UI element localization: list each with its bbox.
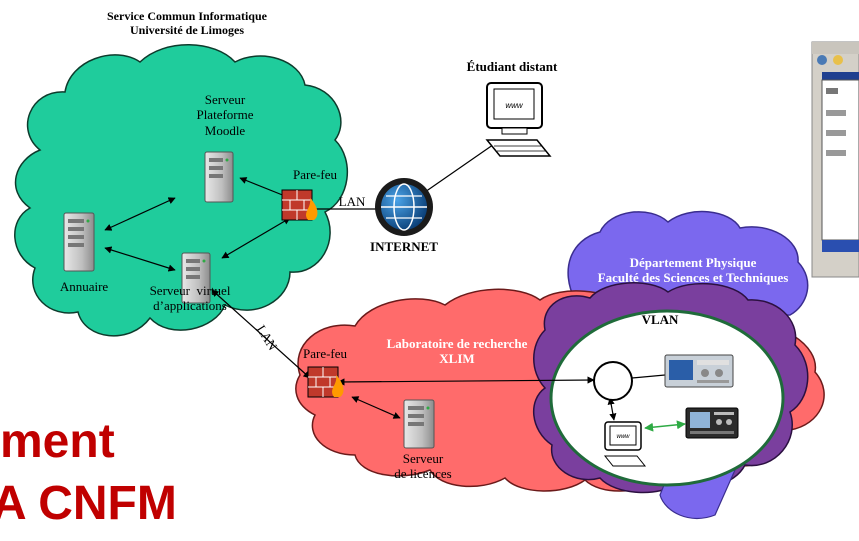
connections — [104, 139, 666, 421]
xlim-label: Laboratoire de recherche XLIM — [372, 336, 542, 367]
lan-top-label: LAN — [338, 194, 366, 209]
student-label: Étudiant distant — [466, 59, 558, 74]
internet-label: INTERNET — [370, 239, 438, 254]
firewall-top-label: Pare-feu — [292, 167, 338, 182]
annuaire-label: Annuaire — [59, 279, 109, 294]
virtual-server-label-line2: d’applications — [153, 298, 227, 314]
moodle-label-line1: Serveur — [204, 92, 246, 107]
computer-icon: www — [603, 421, 647, 467]
xlim-label-line2: XLIM — [439, 351, 475, 367]
firewall-icon — [281, 189, 318, 221]
moodle-label-line3: Moodle — [204, 122, 246, 138]
firewall-bottom-label: Pare-feu — [302, 346, 348, 361]
router-icon — [593, 361, 633, 401]
link-virtual-lan-firewall — [211, 289, 311, 379]
server-icon — [204, 151, 234, 203]
computer-icon: www — [485, 82, 552, 157]
moodle-label: Serveur Plateforme Moodle — [180, 92, 270, 138]
link-annuaire-virtual — [104, 246, 176, 272]
licences-label-line1: Serveur — [402, 451, 444, 466]
server-icon — [181, 252, 211, 304]
server-icon — [403, 399, 435, 449]
globe-icon — [375, 178, 433, 236]
server-icon — [63, 212, 95, 272]
instrument-icon — [685, 407, 739, 439]
link-router-pc — [607, 397, 617, 421]
xlim-label-line1: Laboratoire de recherche — [386, 336, 528, 351]
licences-label: Serveur de licences — [378, 451, 468, 482]
virtual-server-label-line1: Serveur virtuel — [149, 283, 231, 298]
physique-label-line2: Faculté des Sciences et Techniques — [597, 270, 789, 286]
moodle-label-line2: Plateforme — [196, 107, 254, 123]
sci-title-line1: Service Commun Informatique — [107, 9, 267, 23]
svg-text:www: www — [617, 434, 631, 440]
link-firewall-licences — [351, 396, 401, 419]
physique-label: Département Physique Faculté des Science… — [578, 255, 808, 286]
title-fragment-2: A CNFM — [0, 477, 177, 530]
cloud-sci — [14, 44, 349, 337]
link-router-instrument — [631, 374, 666, 379]
title-fragment-1: ment — [0, 415, 115, 468]
screenshot-thumbnail — [811, 41, 859, 278]
physique-label-line1: Département Physique — [629, 255, 757, 270]
vlan-label: VLAN — [641, 312, 679, 327]
firewall-icon — [307, 366, 344, 398]
sci-title: Service Commun Informatique Université d… — [72, 9, 302, 37]
licences-label-line2: de licences — [394, 466, 452, 482]
link-firewall-router — [337, 376, 595, 386]
virtual-server-label: Serveur virtuel d’applications — [130, 283, 250, 314]
instrument-icon — [664, 354, 734, 388]
link-pc-instrument — [644, 420, 686, 432]
sci-title-line2: Université de Limoges — [130, 23, 244, 38]
link-annuaire-moodle — [104, 197, 176, 231]
link-virtual-firewall — [221, 217, 291, 259]
svg-text:www: www — [505, 101, 524, 110]
vlan-area — [549, 309, 785, 487]
link-internet-student — [424, 139, 501, 193]
